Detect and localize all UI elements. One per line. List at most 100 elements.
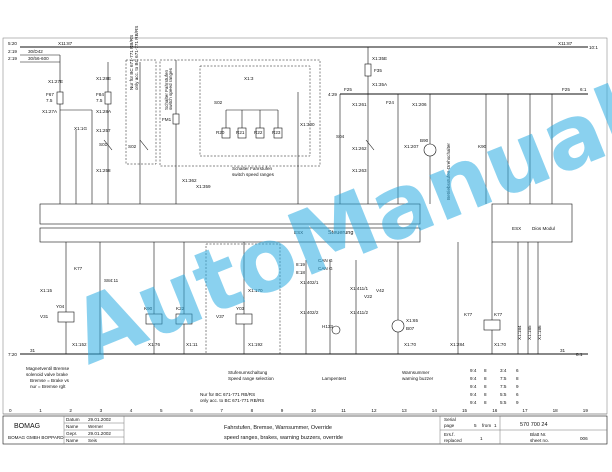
column-number: 13 (402, 408, 408, 413)
svg-text:Schalter Fahrstufen: Schalter Fahrstufen (164, 69, 169, 110)
control-unit-label: Steuerung (328, 230, 353, 236)
column-number: 15 (462, 408, 468, 413)
svg-text:X1:263: X1:263 (352, 168, 367, 173)
fuse-f35 (364, 63, 372, 77)
svg-text:X1:15: X1:15 (40, 288, 52, 293)
svg-text:X1:28A: X1:28A (96, 109, 112, 114)
relay-ref-cell: 9 (516, 400, 519, 405)
column-number-strip: 01234567891011121314151617181920 (9, 408, 588, 413)
svg-text:F35: F35 (374, 68, 382, 73)
svg-text:S84:11: S84:11 (104, 278, 119, 283)
switch-s01 (103, 139, 113, 151)
svg-text:S01: S01 (99, 142, 108, 147)
relay-ref-cell: 3:4 (500, 368, 507, 373)
sheet-title-en: speed ranges, brakes, warning buzzers, o… (224, 435, 343, 441)
svg-text:only acc. to BC 671-771 RB/RS: only acc. to BC 671-771 RB/RS (134, 26, 139, 90)
svg-text:29.01.2002: 29.01.2002 (88, 431, 111, 436)
svg-text:FM1: FM1 (162, 117, 172, 122)
relay-ref-cell: 5:5 (500, 400, 507, 405)
svg-text:CAN G: CAN G (318, 266, 333, 271)
svg-text:7.5: 7.5 (46, 98, 53, 103)
relay-ref-cell: 9:4 (470, 400, 477, 405)
svg-text:X1:27E: X1:27E (48, 79, 63, 84)
column-number: 12 (371, 408, 377, 413)
dios-module-block (491, 203, 573, 243)
relay-ref-cell: 6 (516, 392, 519, 397)
column-number: 4 (130, 408, 133, 413)
svg-text:X1:184: X1:184 (517, 325, 522, 340)
svg-text:Betriebsstufen-Drehschalter: Betriebsstufen-Drehschalter (446, 143, 451, 200)
svg-text:Nur für BC 671-771 RB/RS: Nur für BC 671-771 RB/RS (129, 35, 134, 90)
rail-gnd-term: 31 (30, 348, 36, 353)
svg-text:X1:300: X1:300 (300, 122, 315, 127)
svg-text:V31: V31 (40, 314, 49, 319)
relay-ref-cell: 9:4 (470, 392, 477, 397)
svg-text:5: 5 (474, 423, 477, 428)
sheet-title-de: Fahrstufen, Bremse, Warnsummer, Override (224, 425, 332, 431)
column-number: 3 (100, 408, 103, 413)
svg-text:X1:186: X1:186 (537, 325, 542, 340)
relay-ref-cell: 9:4 (470, 376, 477, 381)
svg-text:X1:28E: X1:28E (96, 76, 111, 81)
svg-text:R20: R20 (216, 130, 225, 135)
svg-text:F67: F67 (46, 92, 54, 97)
svg-text:X1:402/2: X1:402/2 (300, 310, 319, 315)
relay-ref-cell: 8 (484, 368, 487, 373)
svg-text:V42: V42 (376, 288, 385, 293)
rail-top-right-ref: 10:1 (589, 45, 598, 50)
svg-text:Name: Name (66, 424, 79, 429)
svg-text:X1:152: X1:152 (72, 342, 87, 347)
svg-text:X1:262: X1:262 (352, 146, 367, 151)
svg-text:R22: R22 (254, 130, 263, 135)
fuse-f84 (104, 91, 112, 105)
svg-text:X1:65: X1:65 (406, 318, 418, 323)
column-number: 5 (160, 408, 163, 413)
relay-k90 (145, 313, 163, 325)
speed-switch-inner (199, 65, 311, 157)
column-number: 2 (69, 408, 72, 413)
svg-text:X1:35E: X1:35E (372, 56, 387, 61)
svg-text:X1:206: X1:206 (412, 102, 427, 107)
label-speed-de: Stufenumschaltung (228, 370, 268, 375)
relay-ref-cell: 9 (516, 384, 519, 389)
svg-text:K90: K90 (144, 306, 153, 311)
svg-text:replaced: replaced (444, 438, 462, 443)
bomag-logo: BOMAG (14, 423, 40, 430)
svg-text:Y03: Y03 (236, 306, 245, 311)
rail-gnd-ref: 7:20 (8, 352, 17, 357)
svg-text:X1:76: X1:76 (148, 342, 160, 347)
svg-text:B90: B90 (420, 138, 429, 143)
svg-text:Nur für BC 671-771 RB/RS: Nur für BC 671-771 RB/RS (200, 392, 255, 397)
label-lamp-test: Lampentest (322, 376, 347, 381)
svg-text:Bremse = Brake vs: Bremse = Brake vs (30, 378, 70, 383)
svg-text:X1:192: X1:192 (248, 342, 263, 347)
svg-text:Werner: Werner (88, 424, 103, 429)
svg-text:X1:261: X1:261 (352, 102, 367, 107)
s02-dashed-box (125, 59, 157, 165)
svg-text:X1:11: X1:11 (186, 342, 198, 347)
svg-text:X1:284: X1:284 (450, 342, 465, 347)
svg-text:X1:359: X1:359 (196, 184, 211, 189)
rail-f25-fuse: F25 (344, 87, 352, 92)
solenoid-y03 (235, 313, 253, 325)
column-number: 17 (522, 408, 528, 413)
svg-text:Y04: Y04 (56, 304, 65, 309)
svg-text:S02: S02 (214, 100, 223, 105)
svg-text:B07: B07 (406, 326, 415, 331)
svg-text:ESX: ESX (512, 226, 521, 231)
control-unit-bus (39, 227, 421, 243)
svg-text:29.01.2002: 29.01.2002 (88, 417, 111, 422)
svg-text:8:19: 8:19 (296, 262, 305, 267)
column-number: 10 (311, 408, 317, 413)
svg-text:X1:402/1: X1:402/1 (300, 280, 319, 285)
svg-text:Name: Name (66, 438, 79, 443)
svg-text:K22: K22 (176, 306, 185, 311)
column-number: 16 (492, 408, 498, 413)
svg-text:R21: R21 (236, 130, 245, 135)
svg-text:Ers.f.: Ers.f. (444, 432, 455, 437)
svg-text:H133: H133 (322, 324, 333, 329)
column-number: 1 (39, 408, 42, 413)
svg-text:X1:362: X1:362 (182, 178, 197, 183)
svg-text:switch speed ranges: switch speed ranges (232, 172, 275, 177)
